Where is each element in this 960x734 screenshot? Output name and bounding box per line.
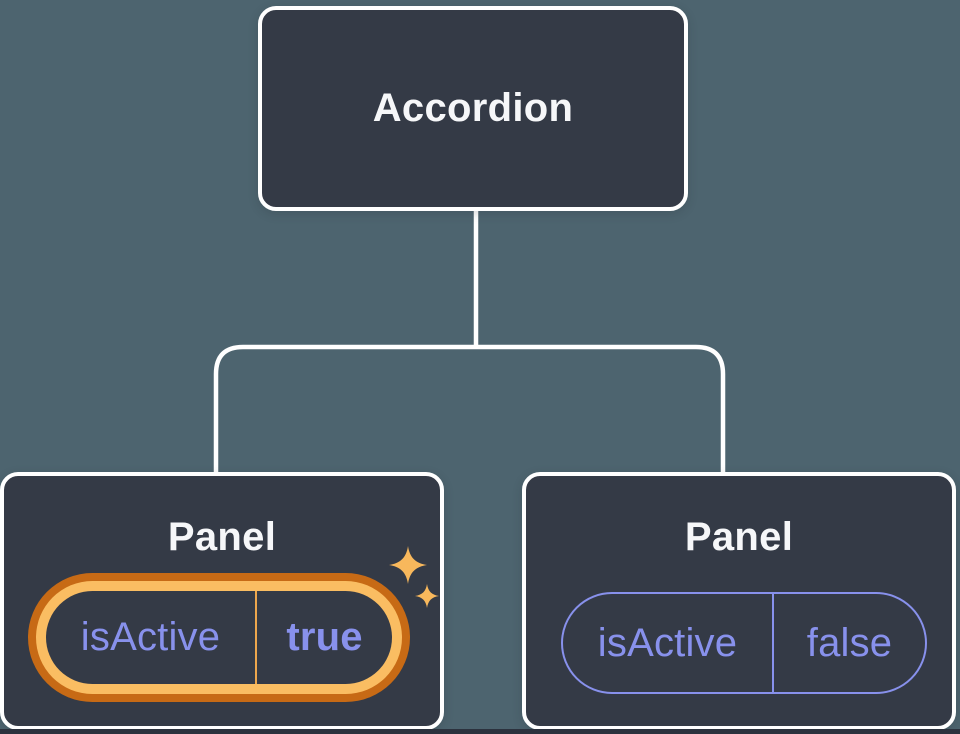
state-pill-value-cell: true bbox=[257, 591, 392, 684]
tree-node-panel-inactive: Panel isActive false bbox=[522, 472, 956, 730]
state-pill-inactive: isActive false bbox=[561, 592, 927, 694]
state-prop-name: isActive bbox=[597, 620, 738, 665]
sparkle-icon-small bbox=[415, 584, 439, 608]
panel-title: Panel bbox=[167, 515, 277, 559]
page-background-edge bbox=[0, 729, 960, 734]
state-pill-active-gold-ring: isActive true bbox=[36, 581, 402, 694]
state-prop-value: true bbox=[286, 615, 363, 659]
sparkle-icon-large bbox=[389, 546, 427, 584]
panel-title: Panel bbox=[684, 515, 794, 559]
tree-node-panel-active: Panel isActive true bbox=[0, 472, 444, 730]
state-pill-name-cell: isActive bbox=[563, 594, 774, 692]
accordion-node-label: Accordion bbox=[372, 86, 574, 130]
tree-node-accordion: Accordion bbox=[258, 6, 688, 211]
state-prop-name: isActive bbox=[80, 615, 221, 659]
state-pill-name-cell: isActive bbox=[46, 591, 257, 684]
state-pill-active-highlight-ring: isActive true bbox=[28, 573, 410, 702]
state-pill-value-cell: false bbox=[774, 594, 925, 692]
state-prop-value: false bbox=[806, 620, 893, 665]
state-pill-active: isActive true bbox=[46, 591, 392, 684]
